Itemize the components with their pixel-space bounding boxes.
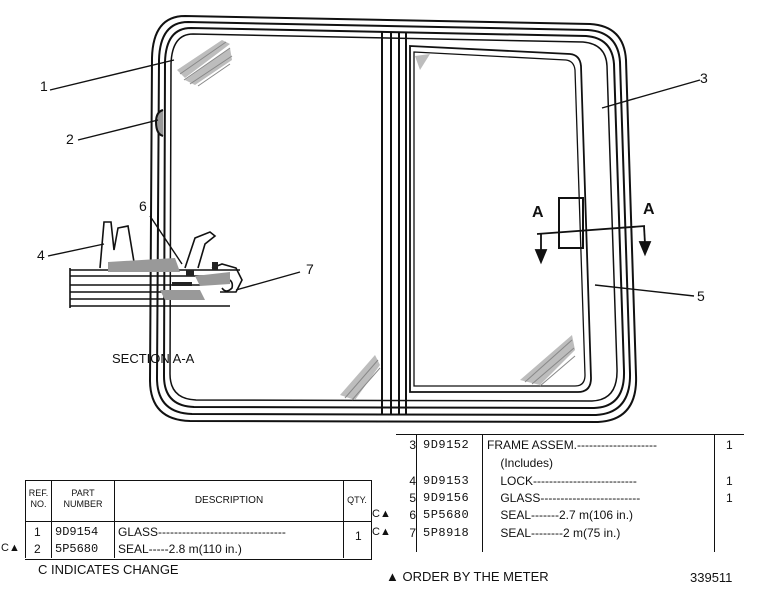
table-row: (Includes) (396, 456, 744, 473)
section-arrow-left-label: A (532, 204, 544, 221)
part-number: 5P8918 (423, 526, 470, 540)
drawing-number: 339511 (690, 570, 733, 585)
sash-outline (409, 45, 592, 393)
change-mark: C▲ (372, 526, 391, 538)
parts-table-left: REF. NO. PART NUMBER DESCRIPTION QTY. 1 … (1, 480, 373, 560)
header-qty: QTY. (347, 495, 367, 505)
description: SEAL--------2 m(75 in.) (487, 526, 621, 540)
ref-no: 2 (34, 542, 41, 556)
qty: 1 (726, 474, 733, 488)
description: (Includes) (487, 456, 554, 470)
table-row: 4 9D9153 LOCK-------------------------- … (396, 474, 744, 491)
part-number: 9D9153 (423, 474, 470, 488)
description: SEAL-------2.7 m(106 in.) (487, 508, 634, 522)
table-row: 3 9D9152 FRAME ASSEM.-------------------… (396, 438, 744, 455)
frame-outline-3 (162, 26, 626, 410)
callout-4: 4 (37, 247, 45, 263)
ref-no: 3 (409, 438, 416, 452)
ref-no: 1 (34, 525, 41, 539)
order-by-meter-note: ▲ ORDER BY THE METER (386, 569, 549, 584)
callout-6: 6 (139, 198, 147, 214)
change-mark: C▲ (1, 542, 20, 554)
section-arrow-right-label: A (643, 201, 655, 218)
frame-outline-2 (155, 20, 632, 417)
frame-outline-4 (169, 33, 618, 402)
callout-7: 7 (306, 261, 314, 277)
table-row: C▲ 7 5P8918 SEAL--------2 m(75 in.) (372, 526, 744, 543)
change-note: C INDICATES CHANGE (38, 562, 179, 577)
callout-1: 1 (40, 78, 48, 94)
lock-drawing (558, 197, 584, 249)
ref-no: 4 (409, 474, 416, 488)
header-part-number: PART NUMBER (63, 488, 103, 509)
part-number: 9D9156 (423, 491, 470, 505)
description: FRAME ASSEM.-------------------- (487, 438, 657, 452)
header-ref-no: REF. NO. (28, 488, 49, 509)
description: GLASS------------------------- (487, 491, 641, 505)
frame-outline-outer (148, 14, 638, 424)
ref-no: 5 (409, 491, 416, 505)
table-row: C▲ 6 5P5680 SEAL-------2.7 m(106 in.) (372, 508, 744, 525)
parts-table-right: 3 9D9152 FRAME ASSEM.-------------------… (372, 434, 744, 552)
qty: 1 (355, 529, 362, 543)
description: SEAL-----2.8 m(110 in.) (118, 542, 242, 556)
table-row: 5 9D9156 GLASS------------------------- … (396, 491, 744, 508)
callout-2: 2 (66, 131, 74, 147)
qty: 1 (726, 438, 733, 452)
callout-5: 5 (697, 288, 705, 304)
qty: 1 (726, 491, 733, 505)
part-number: 5P5680 (55, 542, 99, 556)
description: LOCK-------------------------- (487, 474, 637, 488)
ref-no: 6 (409, 508, 416, 522)
change-mark: C▲ (372, 508, 391, 520)
ref-no: 7 (409, 526, 416, 540)
description: GLASS-------------------------------- (118, 525, 286, 539)
callout-3: 3 (700, 70, 708, 86)
part-number: 5P5680 (423, 508, 470, 522)
part-number: 9D9152 (423, 438, 470, 452)
section-title: SECTION A-A (112, 351, 195, 366)
header-description: DESCRIPTION (194, 495, 264, 506)
seal-blob (154, 109, 164, 137)
part-number: 9D9154 (55, 525, 99, 539)
